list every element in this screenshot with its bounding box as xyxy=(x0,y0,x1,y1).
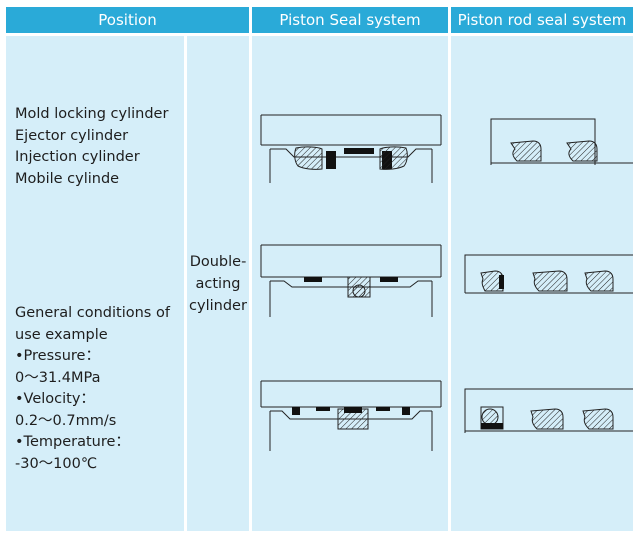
condition-line: 0.2～0.7mm/s xyxy=(15,412,117,429)
condition-line: 0～31.4MPa xyxy=(15,369,101,386)
condition-line: General conditions of xyxy=(15,305,170,321)
seal-table: Position Piston Seal system Piston rod s… xyxy=(6,7,633,531)
piston-seal-diagram-1 xyxy=(260,114,442,183)
position-cell xyxy=(6,36,184,531)
cylinder-type-label: Double- acting cylinder xyxy=(187,251,249,317)
condition-line: •Pressure： xyxy=(15,348,100,364)
condition-line: •Velocity： xyxy=(15,391,95,407)
application-item: Injection cylinder xyxy=(15,149,140,165)
type-line: Double- xyxy=(189,254,247,270)
rod-seal-diagram-1 xyxy=(490,118,633,165)
rod-seal-diagram-3 xyxy=(464,388,633,433)
application-list: Mold locking cylinder Ejector cylinder I… xyxy=(15,104,168,190)
conditions-list: General conditions of use example •Press… xyxy=(15,303,170,475)
header-piston-seal-system: Piston Seal system xyxy=(252,7,448,33)
header-position: Position xyxy=(6,7,249,33)
application-item: Mobile cylinde xyxy=(15,170,120,187)
type-line: acting xyxy=(195,276,241,292)
header-piston-rod-seal-system: Piston rod seal system xyxy=(451,7,633,33)
rod-seal-diagram-2 xyxy=(464,254,633,294)
condition-line: •Temperature： xyxy=(15,434,130,450)
condition-line: -30～100℃ xyxy=(15,455,98,472)
application-item: Mold locking cylinder xyxy=(15,106,169,122)
type-line: cylinder xyxy=(189,298,247,314)
condition-line: use example xyxy=(15,326,108,343)
piston-seal-diagram-2 xyxy=(260,244,442,317)
application-item: Ejector cylinder xyxy=(15,127,129,144)
piston-seal-diagram-3 xyxy=(260,380,442,451)
type-cell xyxy=(187,36,249,531)
